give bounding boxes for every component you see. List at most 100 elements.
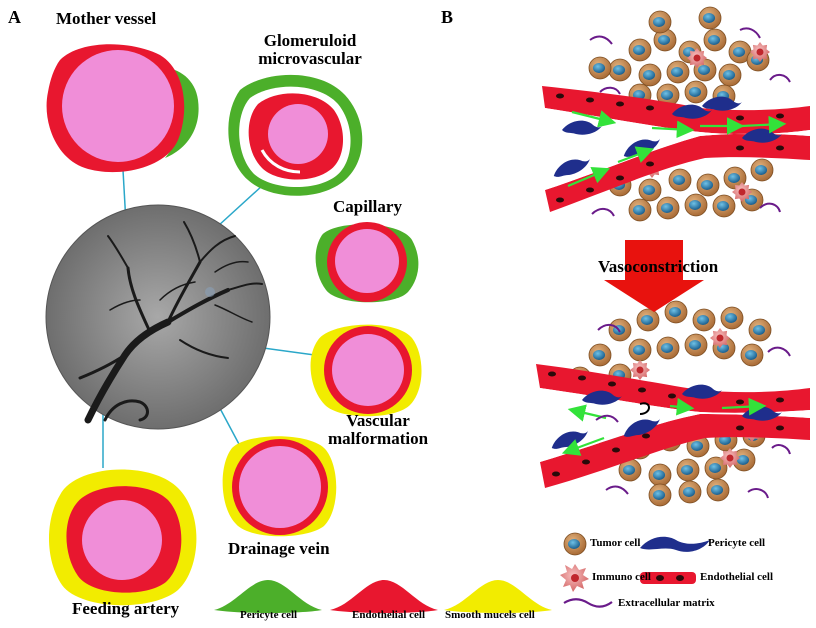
legend-label-smooth: Smooth mucels cell bbox=[445, 609, 535, 621]
endothelial-nucleus bbox=[612, 447, 620, 453]
pericyte-cell bbox=[682, 384, 722, 399]
tumor-cell bbox=[750, 158, 774, 182]
endothelial-nucleus bbox=[608, 381, 616, 387]
legend-label-immuno: Immuno cell bbox=[592, 571, 651, 583]
endothelial-nucleus bbox=[776, 113, 784, 119]
legend-label-ecm: Extracellular matrix bbox=[618, 597, 715, 609]
tumor-cell bbox=[668, 168, 692, 192]
legend-ecm-icon bbox=[563, 598, 613, 608]
ecm-fiber bbox=[769, 74, 791, 83]
legend-immuno-icon bbox=[560, 564, 589, 592]
tumor-cell bbox=[608, 58, 632, 82]
tumor-cell bbox=[636, 308, 660, 332]
legend-label-pericyte: Pericyte cell bbox=[240, 609, 298, 621]
legend-endothelial-shape bbox=[330, 580, 438, 613]
immuno-cell bbox=[720, 448, 740, 468]
endothelial-nucleus bbox=[582, 459, 590, 465]
endothelial-nucleus bbox=[736, 399, 744, 405]
legend-pericyte-shape bbox=[214, 580, 322, 613]
tumor-cell bbox=[703, 28, 727, 52]
flow-arrows bbox=[561, 110, 787, 456]
endothelial-nucleus bbox=[736, 425, 744, 431]
tumor-cluster-top bbox=[588, 6, 774, 222]
immuno-cell bbox=[630, 360, 650, 380]
ecm-fiber bbox=[591, 208, 615, 217]
ecm-fiber bbox=[767, 346, 791, 357]
vessel-bottom bbox=[536, 364, 810, 488]
endothelial-nuclei bbox=[548, 93, 784, 477]
legend-tumor-icon bbox=[563, 532, 587, 556]
tumor-cell bbox=[686, 434, 710, 458]
endothelial-nucleus bbox=[586, 97, 594, 103]
tumor-cell bbox=[732, 448, 756, 472]
tumor-cell bbox=[656, 83, 680, 107]
endothelial-nucleus bbox=[646, 105, 654, 111]
ecm-fiber bbox=[739, 27, 761, 39]
endothelial-nucleus bbox=[736, 115, 744, 121]
tumor-cell bbox=[666, 60, 690, 84]
reverse-flow-arrow bbox=[639, 402, 650, 415]
endothelial-nucleus bbox=[776, 145, 784, 151]
tumor-cell bbox=[692, 308, 716, 332]
tumor-cell bbox=[664, 300, 688, 324]
tumor-cell bbox=[704, 456, 728, 480]
tumor-cell bbox=[748, 318, 772, 342]
legend-smooth-shape bbox=[444, 580, 552, 613]
ecm-fiber bbox=[605, 485, 629, 495]
vascular-malformation-diagram bbox=[310, 324, 422, 417]
legend-label-endothelial-b: Endothelial cell bbox=[700, 571, 774, 583]
label-capillary: Capillary bbox=[333, 197, 402, 216]
endothelial-nucleus bbox=[638, 387, 646, 393]
endothelial-nucleus bbox=[586, 187, 594, 193]
ecm-fiber bbox=[589, 35, 613, 45]
endothelial-nucleus bbox=[668, 393, 676, 399]
tumor-cell bbox=[723, 166, 747, 190]
endothelial-nucleus bbox=[646, 161, 654, 167]
tumor-cell bbox=[628, 338, 652, 362]
endothelial-nucleus bbox=[776, 397, 784, 403]
tumor-cell bbox=[618, 458, 642, 482]
tumor-cell bbox=[588, 56, 612, 80]
tumor-cell bbox=[696, 173, 720, 197]
tumor-cell bbox=[656, 196, 680, 220]
tumor-cell bbox=[648, 10, 672, 34]
tumor-cell bbox=[706, 478, 730, 502]
pericyte-cell bbox=[553, 158, 590, 177]
tumor-cell bbox=[698, 6, 722, 30]
endothelial-nucleus bbox=[616, 101, 624, 107]
tumor-cell bbox=[676, 458, 700, 482]
glomeruloid-diagram bbox=[228, 74, 363, 196]
label-mother-vessel: Mother vessel bbox=[56, 9, 157, 28]
endothelial-nucleus bbox=[616, 175, 624, 181]
tumor-cell bbox=[656, 336, 680, 360]
ecm-fiber bbox=[595, 414, 619, 423]
tumor-cell bbox=[740, 343, 764, 367]
mother-vessel-diagram bbox=[46, 44, 199, 173]
ecm-fiber bbox=[597, 324, 621, 333]
tumor-cell bbox=[728, 40, 752, 64]
endothelial-nucleus bbox=[642, 433, 650, 439]
tumor-cell bbox=[712, 194, 736, 218]
pericyte-cells bbox=[551, 96, 782, 449]
endothelial-nucleus bbox=[736, 145, 744, 151]
legend-endothelial-b-icon bbox=[640, 572, 696, 584]
pericyte-cell bbox=[702, 96, 742, 111]
tumor-cell bbox=[648, 483, 672, 507]
feeding-artery-diagram bbox=[48, 469, 197, 606]
legend-label-pericyte-b: Pericyte cell bbox=[708, 537, 766, 549]
tumor-cell bbox=[588, 343, 612, 367]
endothelial-nucleus bbox=[548, 371, 556, 377]
ecm-fiber bbox=[599, 86, 621, 95]
tumor-cell bbox=[720, 306, 744, 330]
vessel-top bbox=[542, 86, 810, 212]
angiogram-image bbox=[45, 204, 271, 430]
tumor-cell bbox=[684, 333, 708, 357]
endothelial-nucleus bbox=[552, 471, 560, 477]
pericyte-cell bbox=[562, 120, 602, 135]
drainage-vein-diagram bbox=[222, 436, 337, 537]
tumor-cell bbox=[638, 178, 662, 202]
immuno-cell bbox=[732, 182, 752, 202]
endothelial-nucleus bbox=[578, 375, 586, 381]
label-vascular-malformation: Vascular malformation bbox=[327, 411, 429, 448]
